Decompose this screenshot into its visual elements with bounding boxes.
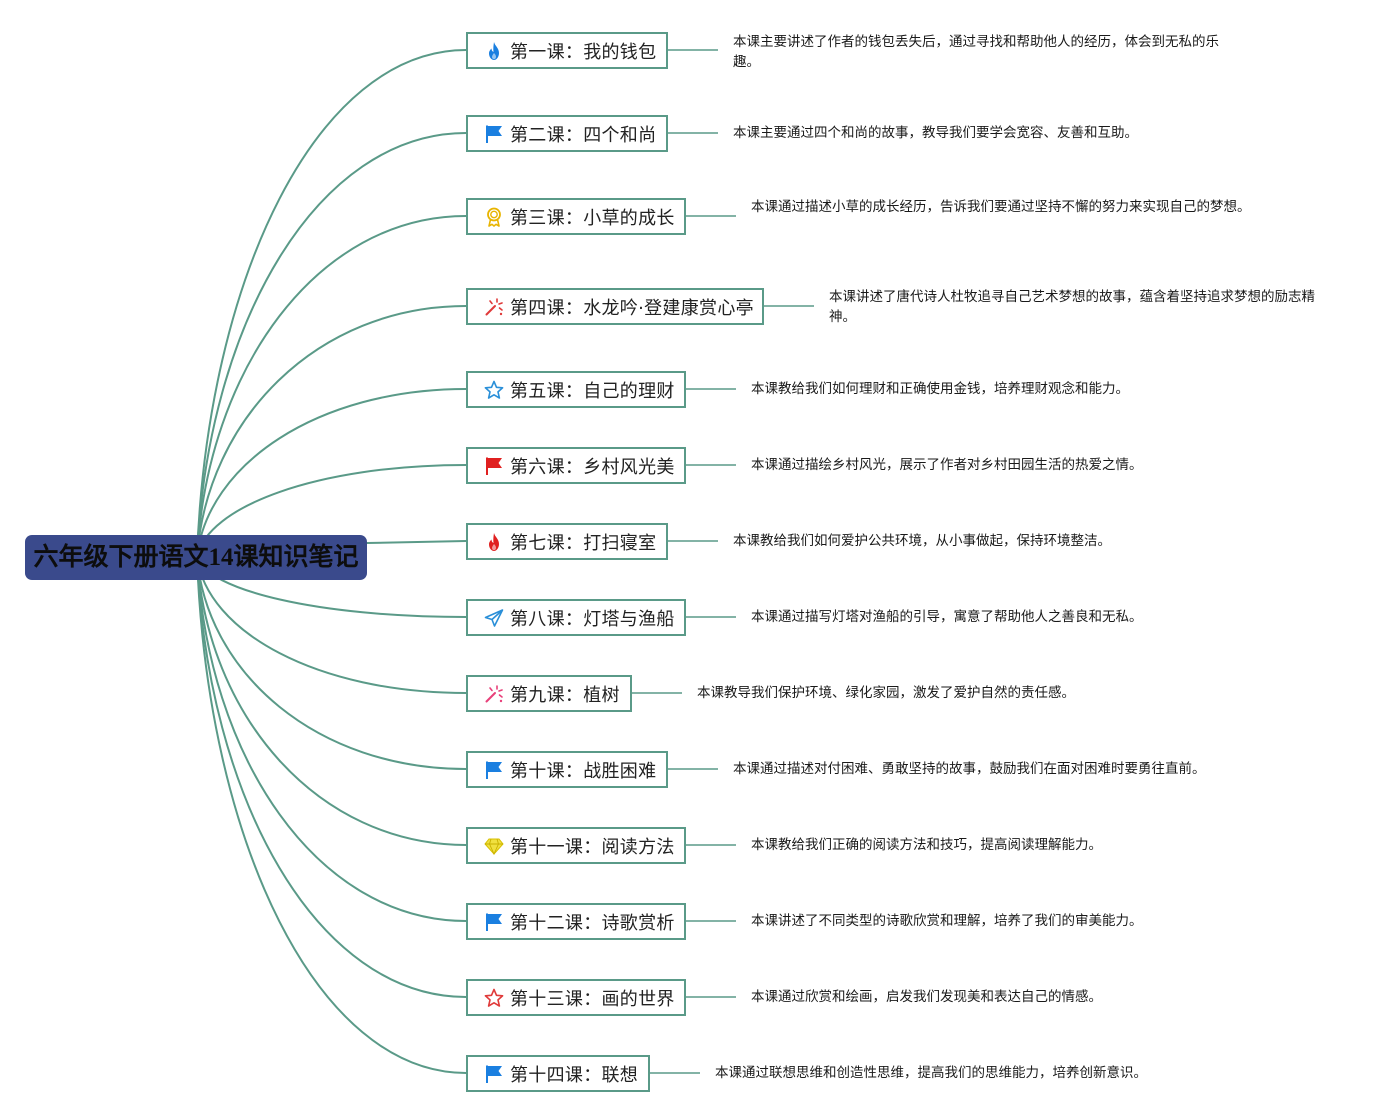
lesson-node[interactable]: 第十三课：画的世界 [466, 979, 686, 1016]
lesson-label: 第九课：植树 [510, 684, 620, 706]
sparkle-icon [483, 296, 505, 318]
lesson-description: 本课主要通过四个和尚的故事，教导我们要学会宽容、友善和互助。 [733, 125, 1138, 141]
lesson-node[interactable]: 第十一课：阅读方法 [466, 827, 686, 864]
star-outline-icon [483, 987, 505, 1009]
lesson-label: 第十课：战胜困难 [510, 760, 657, 782]
fire-icon [483, 40, 505, 62]
lesson-label: 第十一课：阅读方法 [510, 836, 675, 858]
branch-line [196, 305, 467, 558]
flag-icon [483, 1063, 505, 1085]
fire-icon [483, 531, 505, 553]
medal-icon [483, 206, 505, 228]
lesson-node[interactable]: 第十四课：联想 [466, 1055, 650, 1092]
branch-line [196, 556, 467, 922]
lesson-description: 本课通过联想思维和创造性思维，提高我们的思维能力，培养创新意识。 [715, 1065, 1147, 1081]
lesson-description: 本课教导我们保护环境、绿化家园，激发了爱护自然的责任感。 [697, 685, 1075, 701]
lesson-node[interactable]: 第九课：植树 [466, 675, 632, 712]
lesson-label: 第五课：自己的理财 [510, 380, 675, 402]
lesson-label: 第六课：乡村风光美 [510, 456, 675, 478]
lesson-label: 第三课：小草的成长 [510, 207, 675, 229]
lesson-node[interactable]: 第八课：灯塔与渔船 [466, 599, 686, 636]
lesson-node[interactable]: 第七课：打扫寝室 [466, 523, 668, 560]
branch-line [196, 132, 467, 558]
lesson-description: 本课教给我们如何理财和正确使用金钱，培养理财观念和能力。 [751, 381, 1129, 397]
lesson-description: 本课通过描绘乡村风光，展示了作者对乡村田园生活的热爱之情。 [751, 457, 1143, 473]
lesson-node[interactable]: 第六课：乡村风光美 [466, 447, 686, 484]
paper-plane-icon [483, 607, 505, 629]
flag-icon [483, 123, 505, 145]
root-node[interactable]: 六年级下册语文14课知识笔记 [25, 535, 367, 580]
lesson-description: 本课教给我们正确的阅读方法和技巧，提高阅读理解能力。 [751, 837, 1102, 853]
sparkle-icon [483, 683, 505, 705]
lesson-node[interactable]: 第三课：小草的成长 [466, 198, 686, 235]
lesson-description: 本课教给我们如何爱护公共环境，从小事做起，保持环境整洁。 [733, 533, 1111, 549]
lesson-node[interactable]: 第五课：自己的理财 [466, 371, 686, 408]
lesson-description: 本课通过描述小草的成长经历，告诉我们要通过坚持不懈的努力来实现自己的梦想。 [751, 199, 1251, 215]
lesson-node[interactable]: 第四课：水龙吟·登建康赏心亭 [466, 288, 764, 325]
lesson-label: 第四课：水龙吟·登建康赏心亭 [510, 297, 754, 319]
branch-line [196, 388, 467, 558]
lesson-node[interactable]: 第一课：我的钱包 [466, 32, 668, 69]
lesson-description: 本课通过描写灯塔对渔船的引导，寓意了帮助他人之善良和无私。 [751, 609, 1143, 625]
flag-icon [483, 759, 505, 781]
lesson-description: 本课通过欣赏和绘画，启发我们发现美和表达自己的情感。 [751, 989, 1102, 1005]
flag-icon [483, 455, 505, 477]
lesson-label: 第七课：打扫寝室 [510, 532, 657, 554]
lesson-node[interactable]: 第二课：四个和尚 [466, 115, 668, 152]
branch-line [196, 556, 467, 998]
diamond-icon [483, 835, 505, 857]
lesson-label: 第八课：灯塔与渔船 [510, 608, 675, 630]
lesson-label: 第二课：四个和尚 [510, 124, 657, 146]
flag-icon [483, 911, 505, 933]
branch-line [366, 540, 467, 544]
lesson-description: 本课通过描述对付困难、勇敢坚持的故事，鼓励我们在面对困难时要勇往直前。 [733, 761, 1206, 777]
lesson-label: 第十三课：画的世界 [510, 988, 675, 1010]
branch-line [196, 556, 467, 770]
lesson-label: 第一课：我的钱包 [510, 41, 657, 63]
star-outline-icon [483, 379, 505, 401]
lesson-node[interactable]: 第十二课：诗歌赏析 [466, 903, 686, 940]
lesson-description: 本课讲述了唐代诗人杜牧追寻自己艺术梦想的故事，蕴含着坚持追求梦想的励志精神。 [829, 289, 1315, 325]
lesson-label: 第十二课：诗歌赏析 [510, 912, 675, 934]
branch-line [196, 556, 467, 846]
lesson-description: 本课讲述了不同类型的诗歌欣赏和理解，培养了我们的审美能力。 [751, 913, 1143, 929]
branch-line [196, 556, 467, 694]
lesson-description: 本课主要讲述了作者的钱包丢失后，通过寻找和帮助他人的经历，体会到无私的乐趣。 [733, 34, 1219, 70]
branch-line [196, 556, 467, 1074]
lesson-label: 第十四课：联想 [510, 1064, 639, 1086]
branch-line [196, 215, 467, 558]
branch-line [196, 49, 467, 558]
lesson-node[interactable]: 第十课：战胜困难 [466, 751, 668, 788]
